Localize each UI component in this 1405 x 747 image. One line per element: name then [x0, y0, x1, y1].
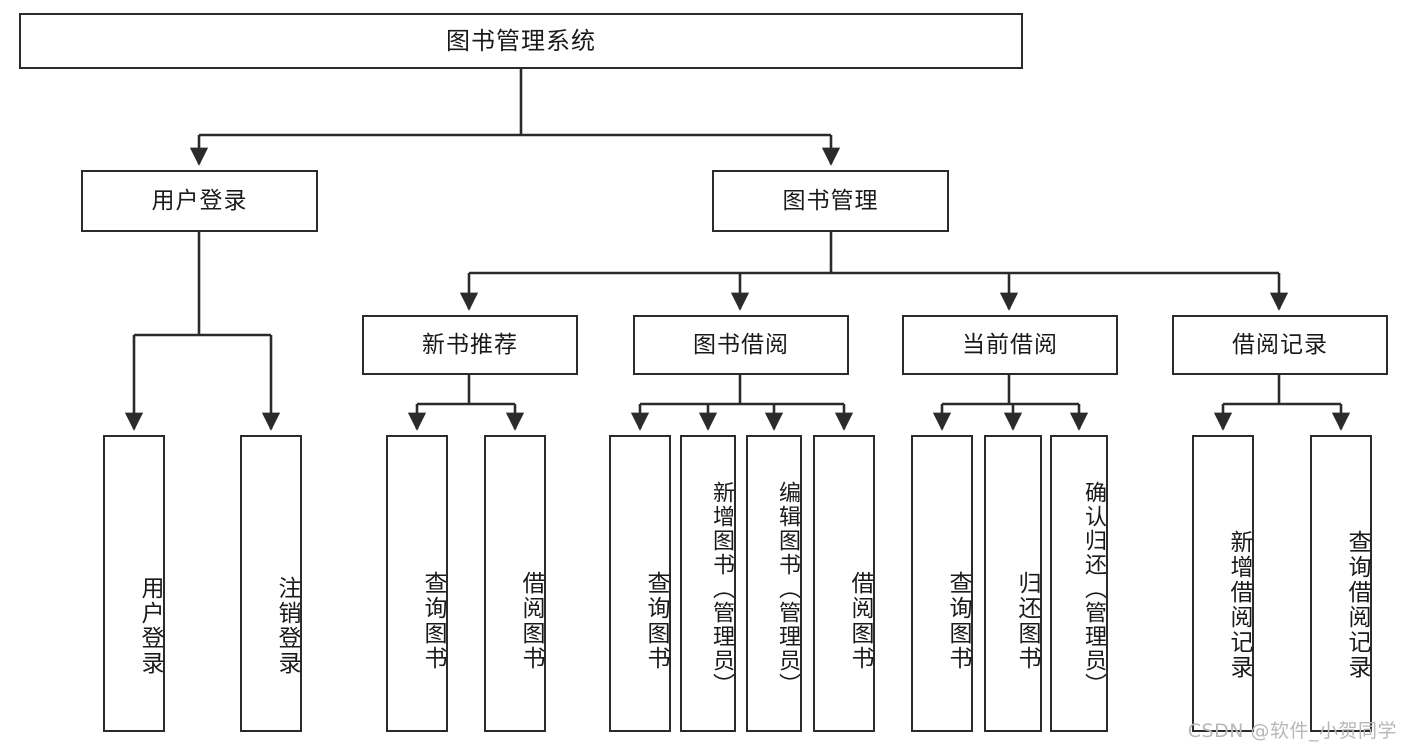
node-user-login-label: 用户登录: [151, 187, 248, 214]
node-current-borrow-label: 当前借阅: [962, 331, 1058, 358]
node-borrow-record[interactable]: 借阅记录: [1172, 315, 1388, 375]
node-current-borrow[interactable]: 当前借阅: [902, 315, 1118, 375]
node-leaf-query-book-1-label: 查询图书: [420, 571, 446, 671]
node-user-login[interactable]: 用户登录: [81, 170, 318, 232]
node-leaf-borrow-book-1-label: 借阅图书: [518, 571, 544, 671]
node-leaf-add-book-label: 新增图书（管理员）: [709, 480, 734, 697]
node-book-borrow-label: 图书借阅: [693, 331, 789, 358]
node-new-book-rec-label: 新书推荐: [422, 331, 518, 358]
node-leaf-add-record[interactable]: 新增借阅记录: [1192, 435, 1254, 732]
node-leaf-user-login[interactable]: 用户登录: [103, 435, 165, 732]
node-leaf-query-book-2[interactable]: 查询图书: [609, 435, 671, 732]
node-root-label: 图书管理系统: [446, 27, 596, 55]
node-leaf-borrow-book-2-label: 借阅图书: [847, 571, 873, 671]
node-leaf-return-book[interactable]: 归还图书: [984, 435, 1042, 732]
node-leaf-add-record-label: 新增借阅记录: [1226, 529, 1252, 680]
node-borrow-record-label: 借阅记录: [1232, 331, 1328, 358]
node-leaf-query-book-2-label: 查询图书: [643, 571, 669, 671]
node-leaf-edit-book-label: 编辑图书（管理员）: [775, 480, 800, 697]
node-leaf-add-book[interactable]: 新增图书（管理员）: [680, 435, 736, 732]
node-leaf-query-book-3[interactable]: 查询图书: [911, 435, 973, 732]
node-leaf-user-login-label: 用户登录: [137, 576, 163, 676]
node-leaf-return-book-label: 归还图书: [1014, 571, 1040, 671]
node-book-manage[interactable]: 图书管理: [712, 170, 949, 232]
node-leaf-borrow-book-1[interactable]: 借阅图书: [484, 435, 546, 732]
node-leaf-query-book-1[interactable]: 查询图书: [386, 435, 448, 732]
node-leaf-borrow-book-2[interactable]: 借阅图书: [813, 435, 875, 732]
watermark-text: CSDN @软件_小贺同学: [1187, 720, 1397, 742]
node-new-book-rec[interactable]: 新书推荐: [362, 315, 578, 375]
node-leaf-query-record-label: 查询借阅记录: [1344, 529, 1370, 680]
node-book-borrow[interactable]: 图书借阅: [633, 315, 849, 375]
node-leaf-confirm-return[interactable]: 确认归还（管理员）: [1050, 435, 1108, 732]
node-leaf-user-logout-label: 注销登录: [274, 576, 300, 676]
node-leaf-edit-book[interactable]: 编辑图书（管理员）: [746, 435, 802, 732]
node-root[interactable]: 图书管理系统: [19, 13, 1023, 69]
node-leaf-user-logout[interactable]: 注销登录: [240, 435, 302, 732]
node-leaf-confirm-return-label: 确认归还（管理员）: [1081, 480, 1106, 697]
node-leaf-query-record[interactable]: 查询借阅记录: [1310, 435, 1372, 732]
node-leaf-query-book-3-label: 查询图书: [945, 571, 971, 671]
node-book-manage-label: 图书管理: [782, 187, 879, 214]
